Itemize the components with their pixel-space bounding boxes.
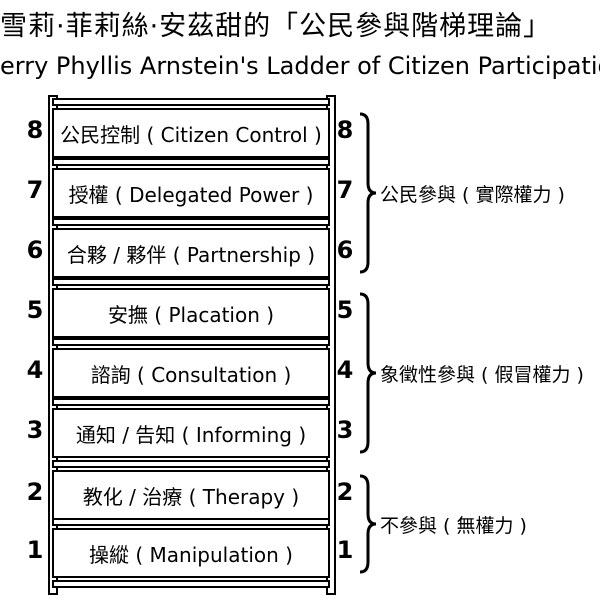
rung-bar (52, 518, 330, 526)
rung-6-number-right: 6 (336, 236, 354, 264)
rung-1-label: 操縱 ( Manipulation ) (52, 528, 330, 578)
rung-bar (52, 338, 330, 346)
rung-3-number-right: 3 (336, 416, 354, 444)
rung-2-number-left: 2 (26, 478, 44, 506)
rung-bar (52, 278, 330, 286)
rung-bar (52, 460, 330, 468)
rung-6-number-left: 6 (26, 236, 44, 264)
rung-8-number-left: 8 (26, 116, 44, 144)
diagram-title: 雪莉·菲莉絲·安茲甜的「公民參與階梯理論」 (0, 11, 552, 42)
rung-bar (52, 218, 330, 226)
rung-4-number-right: 4 (336, 356, 354, 384)
rung-2-number-right: 2 (336, 478, 354, 506)
rung-5-number-left: 5 (26, 296, 44, 324)
rung-5-number-right: 5 (336, 296, 354, 324)
group-brace (359, 292, 377, 454)
rung-1-number-right: 1 (336, 536, 354, 564)
rung-bar (52, 98, 330, 106)
rung-8-number-right: 8 (336, 116, 354, 144)
rung-4-label: 諮詢 ( Consultation ) (52, 348, 330, 398)
group-label: 不參與 ( 無權力 ) (380, 515, 527, 537)
rung-8-label: 公民控制 ( Citizen Control ) (52, 108, 330, 158)
group-label: 象徵性參與 ( 假冒權力 ) (380, 364, 584, 386)
rung-1-number-left: 1 (26, 536, 44, 564)
group-brace (359, 474, 377, 574)
rung-4-number-left: 4 (26, 356, 44, 384)
rung-3-number-left: 3 (26, 416, 44, 444)
group-label: 公民參與 ( 實際權力 ) (380, 184, 565, 206)
rung-bar (52, 398, 330, 406)
rung-bar (52, 158, 330, 166)
rung-7-number-left: 7 (26, 176, 44, 204)
diagram-subtitle: erry Phyllis Arnstein's Ladder of Citize… (0, 52, 600, 80)
rung-5-label: 安撫 ( Placation ) (52, 288, 330, 338)
rung-7-label: 授權 ( Delegated Power ) (52, 168, 330, 218)
rung-6-label: 合夥 / 夥伴 ( Partnership ) (52, 228, 330, 278)
rung-3-label: 通知 / 告知 ( Informing ) (52, 408, 330, 458)
rung-7-number-right: 7 (336, 176, 354, 204)
group-brace (359, 112, 377, 274)
rung-bar (52, 580, 330, 588)
